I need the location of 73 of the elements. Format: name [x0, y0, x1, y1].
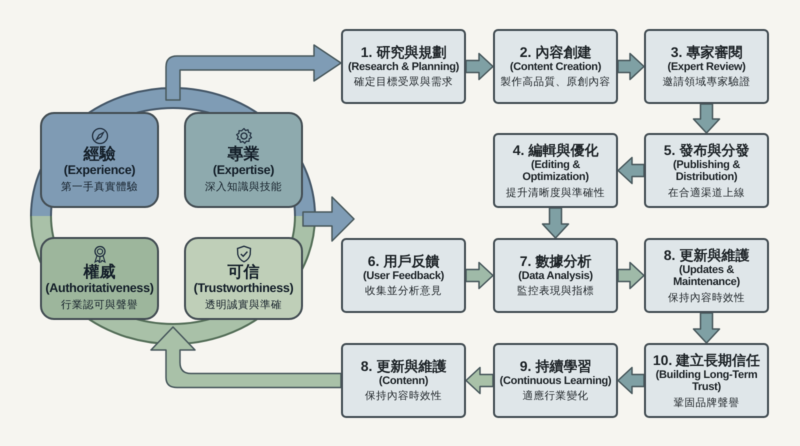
block-arrow	[617, 52, 645, 80]
block-arrow	[465, 52, 494, 80]
node-title: 5. 發布與分發	[664, 142, 750, 158]
node-title: 8. 更新與維護	[360, 358, 446, 375]
pillar-card	[184, 112, 303, 208]
node-subtitle: (Publishing & Distribution)	[672, 158, 741, 184]
block-arrow	[617, 262, 645, 290]
card-subtitle: (Experience)	[64, 162, 136, 178]
step-box	[493, 29, 618, 104]
block-arrow	[617, 366, 645, 394]
block-arrow	[692, 312, 720, 344]
block-arrow	[302, 196, 355, 242]
block-arrow	[465, 366, 494, 394]
node-subtitle: (User Feedback)	[362, 270, 444, 282]
card-description: 第一手真實體驗	[61, 180, 138, 194]
node-subtitle: (Editing & Optimization)	[521, 158, 590, 184]
step-box	[493, 343, 618, 418]
card-description: 深入知識與技能	[205, 180, 282, 194]
block-arrow	[465, 262, 494, 290]
pillar-card	[184, 237, 303, 320]
node-title: 4. 編輯與優化	[512, 142, 598, 158]
card-title: 專業	[228, 146, 260, 162]
node-description: 邀請領域專家驗證	[662, 75, 750, 90]
node-description: 適應行業變化	[522, 389, 588, 404]
card-subtitle: (Authoritativeness)	[45, 281, 154, 296]
node-title: 6. 用戶反饋	[368, 252, 440, 270]
step-box	[644, 29, 769, 104]
node-description: 保持內容時效性	[365, 389, 442, 404]
node-title: 3. 專家審閱	[670, 44, 742, 61]
card-subtitle: (Trustworthiness)	[194, 281, 294, 296]
pillar-card	[40, 237, 159, 320]
node-description: 確定目標受眾與需求	[354, 75, 453, 90]
card-description: 透明誠實與準確	[205, 298, 282, 312]
node-description: 保持內容時效性	[668, 290, 745, 304]
node-subtitle: (Contenn)	[378, 374, 428, 388]
node-subtitle: (Data Analysis)	[518, 270, 593, 282]
node-subtitle: (Research & Planning)	[348, 60, 460, 74]
step-box	[644, 343, 769, 418]
node-description: 監控表現與指標	[517, 284, 594, 298]
node-title: 9. 持續學習	[520, 358, 592, 375]
card-title: 權威	[84, 264, 116, 281]
node-subtitle: (Content Creation)	[510, 60, 602, 74]
node-title: 2. 內容創建	[520, 44, 592, 61]
step-box	[493, 133, 618, 208]
block-arrow	[150, 326, 342, 388]
card-title: 經驗	[84, 146, 116, 162]
block-arrow	[542, 207, 570, 239]
step-box	[341, 343, 466, 418]
step-box	[644, 238, 769, 313]
pillar-card	[40, 112, 159, 208]
step-box	[341, 29, 466, 104]
node-description: 鞏固品牌聲譽	[674, 396, 740, 410]
node-description: 提升清晰度與準確性	[506, 186, 605, 200]
card-title: 可信	[228, 264, 260, 281]
node-title: 7. 數據分析	[520, 252, 592, 270]
card-subtitle: (Expertise)	[212, 162, 274, 178]
node-subtitle: (Expert Review)	[667, 60, 746, 74]
node-description: 收集並分析意見	[365, 284, 442, 298]
block-arrow	[165, 44, 342, 101]
step-box	[644, 133, 769, 208]
card-description: 行業認可與聲譽	[61, 298, 138, 312]
node-title: 1. 研究與規劃	[360, 44, 446, 61]
node-description: 在合適渠道上線	[668, 186, 745, 200]
step-box	[493, 238, 618, 313]
node-description: 製作高品質、原創內容	[500, 75, 610, 90]
node-subtitle: (Building Long-Term Trust)	[654, 368, 758, 394]
block-arrow	[692, 103, 720, 134]
node-subtitle: (Updates & Maintenance)	[672, 264, 741, 288]
node-subtitle: (Continuous Learning)	[500, 374, 612, 388]
node-title: 8. 更新與維護	[664, 246, 750, 264]
step-box	[341, 238, 466, 313]
block-arrow	[617, 156, 645, 184]
node-title: 10. 建立長期信任	[652, 352, 760, 368]
